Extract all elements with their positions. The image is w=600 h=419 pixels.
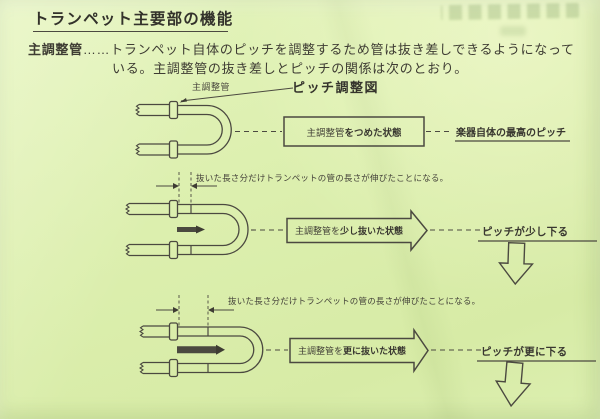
tuning-slide-drawing-row3 <box>138 362 144 375</box>
tuning-slide-drawing-row2 <box>222 212 240 247</box>
intro-line-1-text: ……トランペット自体のピッチを調整するため管は抜き差しできるようになって <box>82 42 575 57</box>
tuning-slide-drawing-row3 <box>177 326 240 337</box>
tuning-slide-drawing-row1 <box>134 143 140 156</box>
state-label-row1: 主調整管をつめた状態 <box>306 127 402 139</box>
tuning-slide-drawing-row2 <box>222 203 249 256</box>
tuning-slide-drawing-row3 <box>239 335 255 365</box>
tuning-slide-drawing-row3 <box>239 326 264 374</box>
intro-line-1: 主調整管……トランペット自体のピッチを調整するため管は抜き差しできるようになって <box>28 39 575 58</box>
pull-direction-arrow-head <box>216 344 225 355</box>
pull-length-note-row3: 抜いた長さ分だけトランペットの管の長さが伸びたことになる。 <box>228 296 481 306</box>
pitch-down-arrow-row2 <box>498 242 534 286</box>
ferrule <box>168 322 179 341</box>
ferrule <box>168 240 179 260</box>
state-label-row2: 主調整管を少し抜いた状態 <box>294 226 404 236</box>
bleed-through-smudge <box>500 26 526 36</box>
tuning-slide-drawing-row1 <box>139 143 170 156</box>
tuning-slide-label: 主調整管 <box>192 82 231 92</box>
result-label-row1: 楽器自体の最高のピッチ <box>456 128 566 139</box>
pull-length-note-row2: 抜いた長さ分だけトランペットの管の長さが伸びたことになる。 <box>196 173 449 183</box>
tuning-slide-drawing-row2 <box>177 203 223 215</box>
tuning-slide-drawing-row3 <box>138 325 144 338</box>
result-label-row3: ピッチが更に下る <box>481 346 568 358</box>
tuning-slide-drawing-row2 <box>124 244 130 257</box>
intro-line-2: いる。主調整管の抜き差しとピッチの関係は次のとおり。 <box>112 61 468 76</box>
pull-measure-row3-arrow <box>208 307 214 313</box>
tuning-slide-drawing-row2 <box>124 203 130 216</box>
ferrule <box>168 199 179 219</box>
tuning-slide-drawing-row1 <box>206 113 223 146</box>
tuning-slide-drawing-row1 <box>139 103 170 117</box>
tuning-slide-drawing-row3 <box>143 361 170 375</box>
tuning-slide-drawing-row2 <box>177 244 223 256</box>
tuning-slide-drawing-row3 <box>177 362 240 374</box>
state-label-row3: 主調整管を更に抜いた状態 <box>297 346 407 356</box>
page-title: トランペット主要部の機能 <box>33 11 234 28</box>
ferrule <box>168 100 179 120</box>
slide-label-leader-arrow <box>179 98 187 103</box>
tuning-slide-drawing-row1 <box>206 104 232 155</box>
pull-measure-row2-arrow <box>173 183 179 189</box>
result-label-row2: ピッチが少し下る <box>482 226 569 238</box>
ferrule <box>168 140 179 159</box>
tuning-slide-drawing-row1 <box>134 104 140 117</box>
tuning-slide-drawing-row3 <box>143 325 170 338</box>
bleed-through-text-marks <box>440 2 580 21</box>
pull-measure-row3-arrow <box>173 307 179 313</box>
pitch-down-arrow-row3 <box>494 361 532 408</box>
ferrule <box>168 358 179 378</box>
pitch-diagram-title: ピッチ調整図 <box>292 80 380 95</box>
intro-term: 主調整管 <box>28 42 83 57</box>
tuning-slide-drawing-row1 <box>177 144 207 155</box>
tuning-slide-drawing-row1 <box>177 104 207 116</box>
tuning-slide-drawing-row2 <box>129 202 170 216</box>
pull-direction-arrow-head <box>196 225 205 234</box>
tuning-slide-drawing-row2 <box>129 243 170 257</box>
